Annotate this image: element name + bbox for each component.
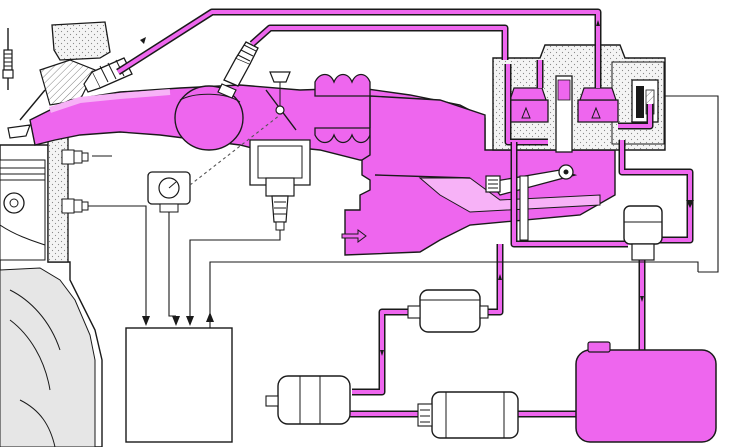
aux-air-valve-icon (249, 139, 311, 231)
fuel-injector-icon (83, 57, 133, 93)
fuel-pump-icon (417, 391, 519, 439)
throttle-valve (265, 71, 297, 131)
cold-start-valve-icon (217, 41, 259, 99)
signal-wires (88, 95, 719, 328)
spark-plug-icon (2, 28, 14, 90)
fuel-line-injector-feed (116, 8, 602, 75)
intake-valve-icon (7, 89, 46, 139)
fuel-line-cold-start (249, 24, 509, 60)
pressure-damper-icon (623, 205, 663, 261)
control-unit-icon (125, 327, 233, 443)
temperature-sensor-icon (61, 198, 89, 214)
pressure-regulator-icon (507, 75, 619, 153)
air-flow-arrow-icon (341, 229, 367, 243)
engine-block-icon (0, 144, 103, 447)
temperature-sensor-icon (61, 149, 89, 165)
throttle-switch-icon (147, 114, 281, 213)
accumulator-icon (265, 375, 351, 425)
fuel-line-filter-out (484, 244, 504, 316)
fuel-line-distributor-internal (504, 60, 654, 146)
fuel-line-return (618, 140, 694, 244)
fuel-tank-icon (575, 341, 717, 443)
fuel-filter-icon (407, 289, 489, 333)
air-bellows (314, 73, 371, 144)
air-cowl (39, 21, 111, 106)
fuel-line-supply-loop (510, 142, 628, 248)
flow-arrows (140, 20, 694, 356)
warm-up-regulator-icon (631, 79, 659, 123)
plenum-chamber (174, 85, 244, 151)
